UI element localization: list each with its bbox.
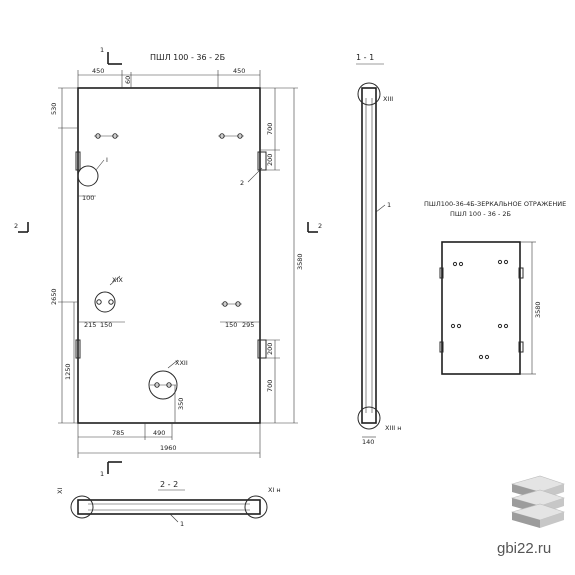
edge-plate-left-top (75, 151, 81, 171)
dim-295: 295 (242, 321, 254, 329)
mirror-view: ПШЛ100-36-4Б-ЗЕРКАЛЬНОЕ ОТРАЖЕНИЕ ПШЛ 10… (424, 200, 566, 375)
section-2-2-left-detail (70, 495, 94, 519)
hole-pair-top-left (94, 133, 119, 139)
dim-150-left: 150 (100, 321, 112, 329)
section-mark-right: 2 (318, 222, 322, 230)
dim-right-700-bottom: 700 (266, 380, 274, 392)
section-1-1-title: 1 - 1 (356, 53, 374, 62)
section-2-2-callout-1: 1 (180, 520, 184, 528)
callout-XI-n: XI н (268, 486, 281, 494)
detail-circle-I (77, 165, 99, 187)
dim-left-1250: 1250 (64, 363, 72, 380)
main-view: ПШЛ 100 - 36 - 2Б 1 450 450 60 530 2650 … (14, 46, 322, 474)
edge-plate-left-bottom (75, 339, 81, 359)
callout-XIX: XIX (112, 276, 123, 284)
section-mark-left: 2 (14, 222, 18, 230)
panel-outline (77, 87, 261, 424)
dim-490: 490 (153, 429, 165, 437)
section-1-1-callout-1: 1 (387, 201, 391, 209)
hole-pair-top-right (218, 133, 244, 139)
section-2-2-mark: 1 (100, 470, 104, 478)
watermark-site: gbi22.ru (497, 540, 551, 557)
edge-plate-right-bottom (257, 339, 267, 359)
section-2-2-title: 2 - 2 (160, 480, 178, 489)
section-2-2-right-detail (244, 495, 268, 519)
section-2-2: 2 - 2 1 XI XI н 1 (56, 470, 281, 528)
dim-width-total: 1960 (160, 444, 177, 452)
callout-XXII: XXII (175, 359, 188, 367)
mirror-title-line2: ПШЛ 100 - 36 - 2Б (450, 210, 511, 218)
callout-XIII-n: XIII н (385, 424, 402, 432)
callout-2: 2 (240, 179, 244, 187)
dim-215: 215 (84, 321, 96, 329)
main-view-title: ПШЛ 100 - 36 - 2Б (150, 53, 225, 62)
callout-I: I (106, 156, 108, 164)
hole-pair-bottom (148, 370, 178, 400)
watermark-logo (510, 475, 565, 528)
mirror-title-line1: ПШЛ100-36-4Б-ЗЕРКАЛЬНОЕ ОТРАЖЕНИЕ (424, 200, 566, 208)
dim-left-530: 530 (50, 103, 58, 115)
edge-plate-right-top (257, 151, 267, 171)
mirror-dim-right: 3580 (534, 301, 542, 318)
callout-XI: XI (56, 488, 64, 494)
section-1-1-top-detail (357, 82, 381, 106)
hole-pair-mid-right (221, 301, 242, 307)
dim-785: 785 (112, 429, 124, 437)
section-1-1-dim: 140 (362, 438, 374, 446)
dim-left-2650: 2650 (50, 288, 58, 305)
dim-150-right: 150 (225, 321, 237, 329)
section-1-1-outline (361, 87, 377, 424)
dim-right-700-top: 700 (266, 123, 274, 135)
mirror-panel-outline (441, 241, 521, 375)
dim-350: 350 (177, 398, 185, 410)
dim-hole-100: 100 (82, 194, 94, 202)
section-2-2-outline (77, 499, 261, 515)
section-1-1: 1 - 1 XIII 1 XIII н 140 (356, 53, 402, 446)
dim-top-small: 60 (124, 76, 132, 84)
dim-right-200-bottom: 200 (266, 343, 274, 355)
hole-pair-mid-left (94, 291, 116, 313)
section-mark-top: 1 (100, 46, 104, 54)
dim-top-left: 450 (92, 67, 104, 75)
callout-XIII: XIII (383, 95, 393, 103)
dim-right-200-top: 200 (266, 154, 274, 166)
dim-top-right: 450 (233, 67, 245, 75)
dim-height-total: 3580 (296, 253, 304, 270)
section-1-1-bottom-detail (357, 406, 381, 430)
